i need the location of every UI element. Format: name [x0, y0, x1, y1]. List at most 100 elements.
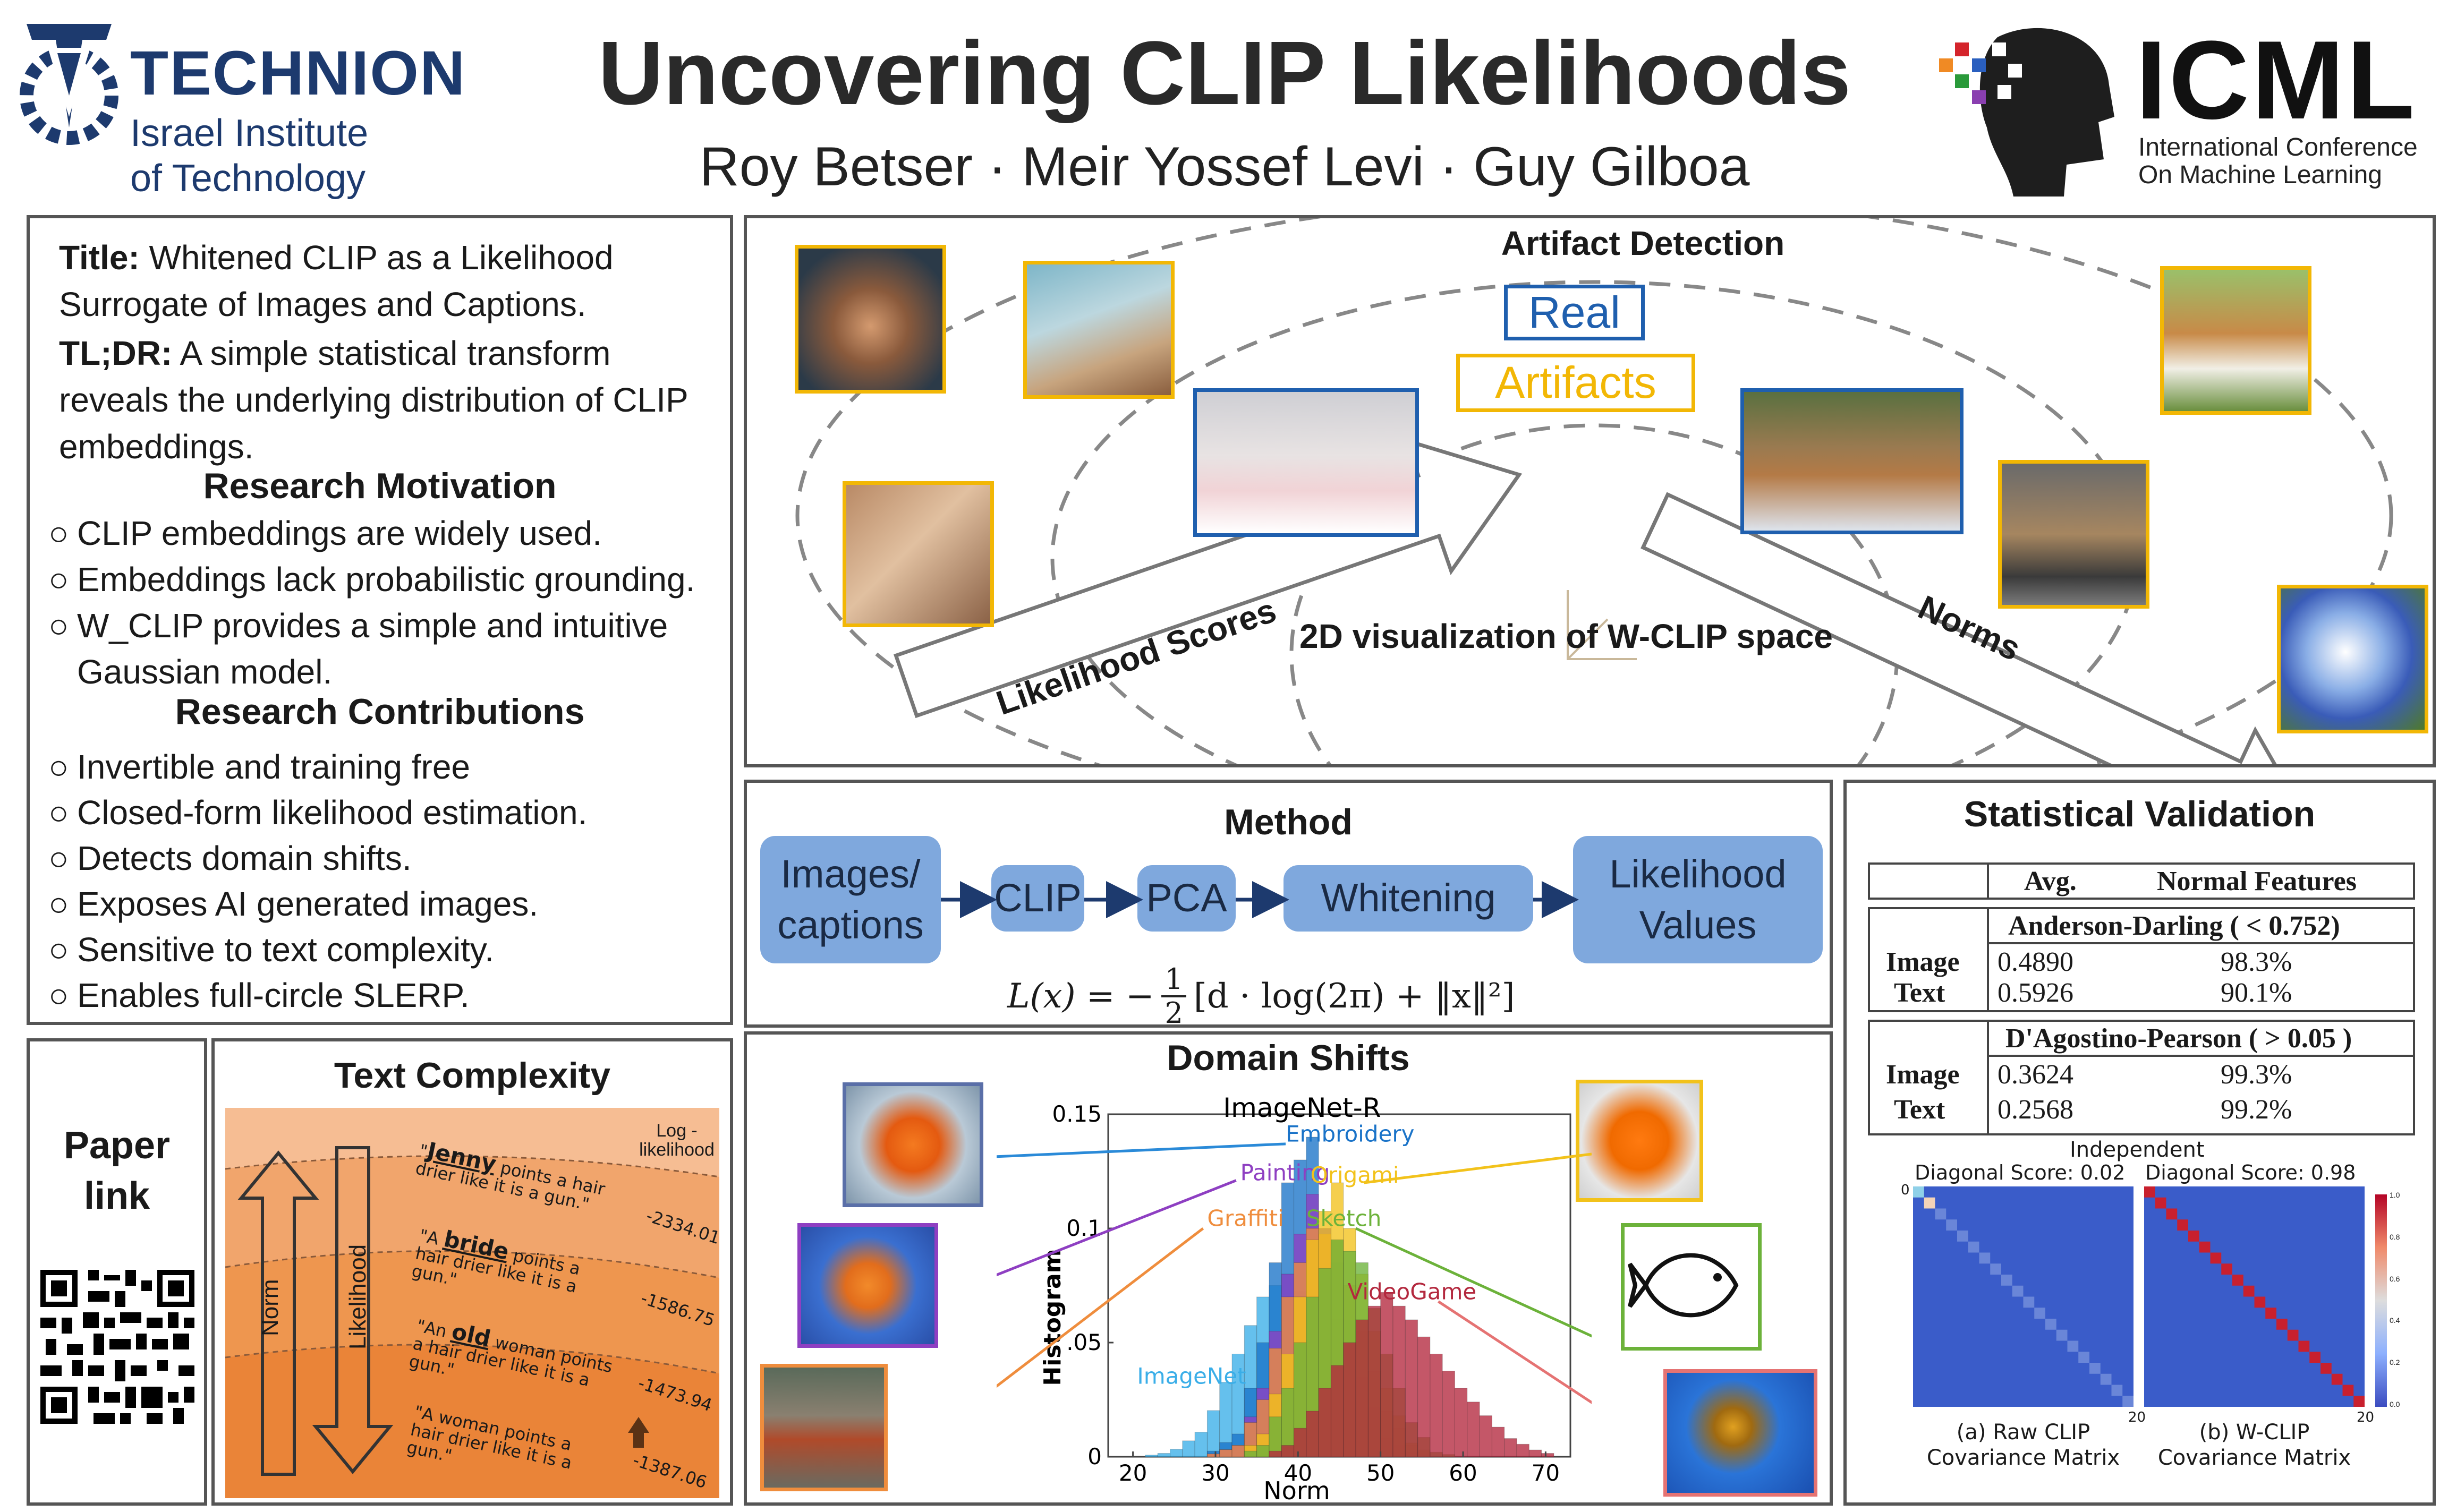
likelihood-label: Likelihood [345, 1244, 371, 1349]
technion-subtitle-1: Israel Institute [130, 112, 369, 155]
y-tick-label: 0.1 [1066, 1215, 1102, 1241]
origami-fish-image [1576, 1080, 1703, 1202]
poster-authors: Roy Betser · Meir Yossef Levi · Guy Gilb… [699, 136, 1750, 198]
histogram-bar [1367, 1305, 1381, 1457]
technion-name: TECHNION [130, 38, 466, 108]
y-tick-label: 0.15 [1052, 1101, 1102, 1127]
x-tick-label: 40 [1284, 1460, 1312, 1486]
artifact-heading: Artifact Detection [1501, 224, 1785, 262]
wclip-covariance-heatmap [2144, 1186, 2365, 1407]
histogram-bar [1330, 1365, 1344, 1457]
artifact-hand-image-2 [1023, 261, 1175, 399]
row-label: Image [1886, 947, 1960, 977]
list-item: CLIP embeddings are widely used. [48, 510, 728, 557]
series-label: Sketch [1306, 1206, 1382, 1232]
histogram-bar [1491, 1426, 1505, 1457]
statistical-validation-panel: Statistical Validation Avg. Normal Featu… [1843, 780, 2436, 1506]
painting-fish-image [797, 1223, 938, 1348]
likelihood-formula: L(x) = − 1 2 [d · log(2π) + ‖x‖²] [1007, 962, 1515, 1030]
method-step-likelihood: Likelihood Values [1573, 836, 1823, 963]
space-label: 2D visualization of W-CLIP space [1299, 617, 1833, 655]
artifact-dog-image-2 [1998, 460, 2149, 609]
wclip-tick-20: 20 [2357, 1410, 2375, 1425]
artifact-hand-image-1 [795, 245, 946, 394]
histogram-bar [1355, 1319, 1368, 1457]
dp-text-pct: 99.2% [2221, 1095, 2292, 1125]
icml-subtitle-2: On Machine Learning [2138, 161, 2382, 189]
technion-subtitle-2: of Technology [130, 157, 366, 200]
motivation-list: CLIP embeddings are widely used. Embeddi… [48, 510, 728, 695]
histogram-bar [1170, 1449, 1183, 1457]
x-tick-label: 70 [1532, 1460, 1560, 1486]
wclip-caption-1: (b) W-CLIP [2199, 1420, 2310, 1445]
histogram-bar [1541, 1453, 1554, 1457]
qr-code-icon[interactable] [40, 1270, 194, 1424]
connector-arrow [1355, 1227, 1592, 1338]
histogram-bar [1145, 1455, 1158, 1457]
histogram-bar [1294, 1428, 1307, 1457]
paper-link-label-2: link [83, 1175, 150, 1217]
series-label: Embroidery [1286, 1121, 1414, 1147]
histogram-bar [1244, 1450, 1257, 1457]
real-baby-image [1193, 388, 1419, 537]
histogram-bar [1231, 1445, 1245, 1457]
histogram-bar [1157, 1453, 1171, 1457]
histogram-bar [1281, 1445, 1295, 1457]
stat-table: Avg. Normal Features Anderson-Darling ( … [1868, 862, 2415, 1135]
contributions-list: Invertible and training free Closed-form… [48, 744, 728, 1018]
paper-link-label-1: Paper [63, 1124, 171, 1167]
histogram-bar [1269, 1450, 1282, 1457]
dp-text-avg: 0.2568 [1998, 1095, 2073, 1125]
icml-name: ICML [2136, 18, 2417, 142]
method-step-input: Images/ captions [760, 836, 941, 963]
list-item: Exposes AI generated images. [48, 881, 728, 927]
histogram-bar [1206, 1454, 1220, 1457]
row-label: Text [1894, 978, 1945, 1008]
artifact-detection-panel: Artifact Detection Real Artifacts Likeli… [744, 215, 2436, 767]
y-tick-label: 0 [1087, 1443, 1102, 1470]
wclip-caption-2: Covariance Matrix [2157, 1446, 2351, 1470]
independent-label: Independent [2070, 1138, 2205, 1162]
y-tick-label: .05 [1066, 1329, 1102, 1355]
log-likelihood-label: Log - likelihood [639, 1121, 715, 1160]
tldr-label: TL;DR: [59, 334, 173, 372]
contributions-heading: Research Contributions [175, 691, 585, 732]
raw-covariance-heatmap [1913, 1186, 2134, 1407]
ad-text-pct: 90.1% [2221, 978, 2292, 1008]
real-dog-image [1740, 388, 1964, 534]
ad-image-pct: 98.3% [2221, 947, 2292, 977]
col-avg-header: Avg. [2024, 866, 2077, 896]
method-step-clip: CLIP [991, 865, 1084, 932]
series-label: Origami [1311, 1162, 1399, 1188]
raw-diag-score: Diagonal Score: 0.02 [1915, 1161, 2126, 1184]
artifact-dog-image-3 [2277, 585, 2428, 733]
connector-arrow [997, 1142, 1286, 1158]
histogram-bar [1269, 1416, 1282, 1457]
histogram-bar [1405, 1319, 1418, 1457]
histogram-bar [1417, 1336, 1431, 1457]
wclip-diag-score: Diagonal Score: 0.98 [2145, 1161, 2356, 1184]
method-arrows [941, 881, 1579, 918]
col-normal-header: Normal Features [2157, 866, 2357, 896]
histogram-bar [1219, 1449, 1232, 1457]
list-item: Detects domain shifts. [48, 835, 728, 881]
poster-title: Uncovering CLIP Likelihoods [598, 23, 1851, 124]
histogram-bar [1479, 1415, 1492, 1457]
text-complexity-heading: Text Complexity [334, 1055, 611, 1096]
chart-title: ImageNet-R [1223, 1092, 1381, 1123]
x-tick-label: 20 [1119, 1460, 1147, 1486]
list-item: Enables full-circle SLERP. [48, 972, 728, 1018]
histogram-bar [1206, 1410, 1220, 1457]
test-name-dp: D'Agostino-Pearson ( > 0.05 ) [2005, 1023, 2352, 1054]
method-heading: Method [1224, 802, 1353, 842]
histogram-bar [1318, 1388, 1331, 1457]
series-label: Painting [1240, 1160, 1330, 1186]
method-panel: Method Images/ captions CLIP PCA Whiteni… [744, 780, 1833, 1030]
icml-subtitle-1: International Conference [2138, 133, 2418, 161]
dp-image-pct: 99.3% [2221, 1060, 2292, 1090]
paper-link-panel[interactable]: Paper link [27, 1038, 207, 1506]
ad-image-avg: 0.4890 [1998, 947, 2073, 977]
text-complexity-illustration [225, 1108, 719, 1498]
histogram-bar [1343, 1342, 1356, 1457]
